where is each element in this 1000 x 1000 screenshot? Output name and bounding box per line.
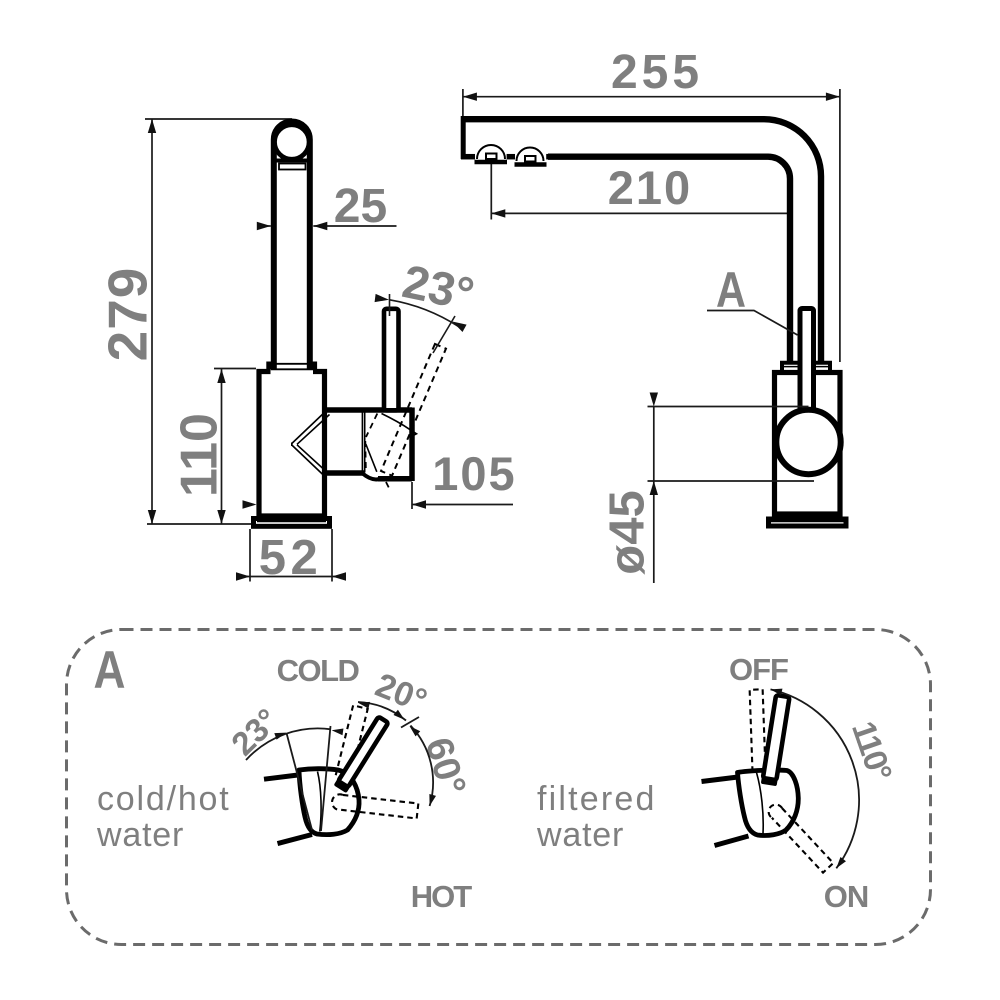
svg-text:ø45: ø45 xyxy=(601,490,655,574)
svg-text:279: 279 xyxy=(97,267,159,362)
svg-text:110: 110 xyxy=(171,413,229,497)
svg-text:A: A xyxy=(716,262,746,318)
svg-text:210: 210 xyxy=(608,161,692,214)
svg-text:105: 105 xyxy=(432,447,516,500)
svg-text:filtered: filtered xyxy=(537,780,657,818)
svg-text:cold/hot: cold/hot xyxy=(97,780,230,818)
svg-text:A: A xyxy=(94,641,126,700)
svg-text:HOT: HOT xyxy=(411,879,473,914)
svg-text:52: 52 xyxy=(259,531,323,585)
svg-text:water: water xyxy=(536,816,624,854)
svg-text:OFF: OFF xyxy=(729,652,788,687)
svg-text:COLD: COLD xyxy=(277,653,360,688)
svg-text:ON: ON xyxy=(824,879,869,914)
svg-text:255: 255 xyxy=(611,46,703,99)
svg-text:water: water xyxy=(96,816,184,854)
svg-text:25: 25 xyxy=(334,180,387,233)
